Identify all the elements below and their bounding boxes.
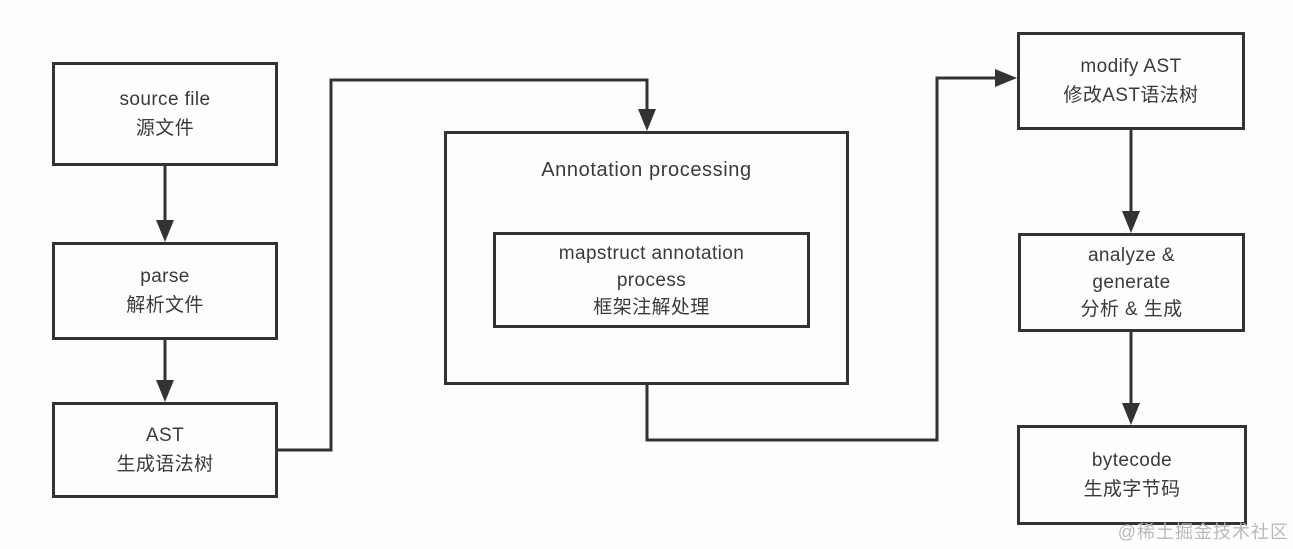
node-bytecode: bytecode 生成字节码 xyxy=(1017,425,1247,525)
node-modify-ast: modify AST 修改AST语法树 xyxy=(1017,32,1245,130)
arrow-modify-to-analyze xyxy=(1122,130,1140,233)
analyze-generate-label-en-line1: analyze & xyxy=(1087,245,1176,266)
ast-label-zh: 生成语法树 xyxy=(116,454,214,475)
parse-label-en: parse xyxy=(140,266,190,287)
mapstruct-label-zh: 框架注解处理 xyxy=(593,296,710,318)
node-parse: parse 解析文件 xyxy=(52,242,278,340)
ast-label-en: AST xyxy=(145,425,185,446)
node-annotation-processing: Annotation processing mapstruct annotati… xyxy=(444,131,849,385)
arrow-ast-to-annotation xyxy=(278,78,656,452)
arrow-parse-to-ast xyxy=(156,340,174,402)
arrow-analyze-to-bytecode xyxy=(1122,332,1140,425)
analyze-generate-label-zh: 分析 & 生成 xyxy=(1080,299,1183,320)
bytecode-label-en: bytecode xyxy=(1091,450,1173,471)
node-source-file: source file 源文件 xyxy=(52,62,278,166)
mapstruct-label-en-line2: process xyxy=(616,269,687,291)
modify-ast-label-en: modify AST xyxy=(1080,56,1182,77)
source-file-label-zh: 源文件 xyxy=(135,118,195,139)
annotation-processing-title: Annotation processing xyxy=(541,159,752,181)
bytecode-label-zh: 生成字节码 xyxy=(1083,479,1181,500)
node-ast: AST 生成语法树 xyxy=(52,402,278,498)
node-mapstruct-annotation-process: mapstruct annotation process 框架注解处理 xyxy=(493,232,810,328)
analyze-generate-label-en-line2: generate xyxy=(1092,272,1171,293)
modify-ast-label-zh: 修改AST语法树 xyxy=(1063,85,1199,106)
source-file-label-en: source file xyxy=(119,89,211,110)
node-analyze-generate: analyze & generate 分析 & 生成 xyxy=(1018,233,1245,332)
parse-label-zh: 解析文件 xyxy=(126,295,204,316)
arrow-annotation-to-modify-ast xyxy=(645,69,1017,442)
mapstruct-label-en-line1: mapstruct annotation xyxy=(558,242,745,264)
watermark: @稀土掘金技术社区 xyxy=(1117,522,1289,542)
arrow-source-to-parse xyxy=(156,166,174,242)
